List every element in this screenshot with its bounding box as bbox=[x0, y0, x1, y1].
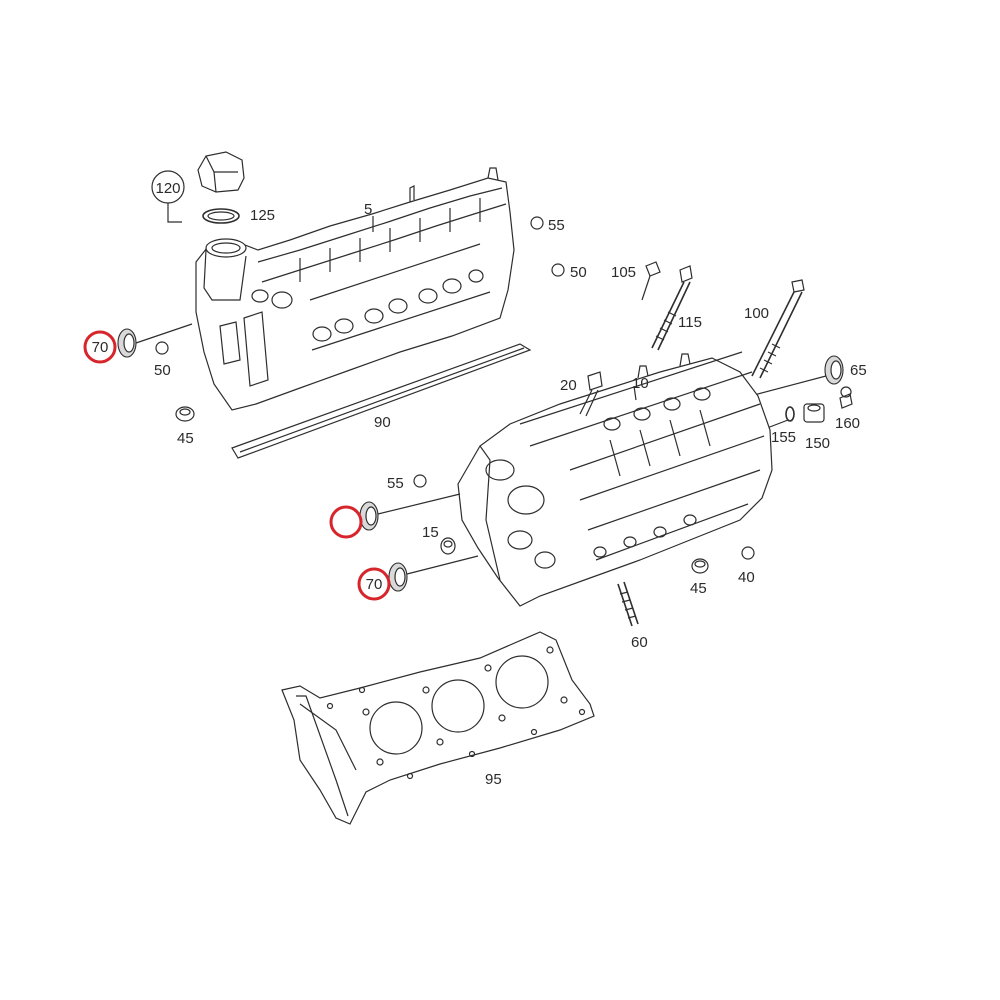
bolt-100 bbox=[751, 279, 805, 379]
breather-cap-part bbox=[197, 151, 245, 193]
sensor-150 bbox=[803, 403, 825, 423]
seal-ring-125 bbox=[202, 208, 240, 224]
label-5: 5 bbox=[364, 201, 372, 218]
label-120: 120 bbox=[155, 180, 180, 197]
label-70-lower: 70 bbox=[366, 576, 383, 593]
upper-cylinder-head-part bbox=[195, 167, 515, 411]
bolt-105 bbox=[641, 261, 661, 301]
label-55-top: 55 bbox=[548, 217, 565, 234]
bolt-160 bbox=[839, 386, 853, 409]
label-15: 15 bbox=[422, 524, 439, 541]
bolt-20 bbox=[579, 371, 603, 417]
label-60: 60 bbox=[631, 634, 648, 651]
label-100: 100 bbox=[744, 305, 769, 322]
leader-line-10 bbox=[633, 385, 637, 401]
bolt-115 bbox=[651, 265, 693, 351]
label-20: 20 bbox=[560, 377, 577, 394]
label-65: 65 bbox=[850, 362, 867, 379]
valve-cover-gasket-90 bbox=[231, 343, 532, 459]
head-gasket-95 bbox=[281, 631, 595, 825]
label-160: 160 bbox=[835, 415, 860, 432]
label-70-upper: 70 bbox=[92, 339, 109, 356]
camshaft-seal-70-lower bbox=[388, 555, 479, 592]
plug-55-mid bbox=[413, 474, 427, 488]
label-55-mid: 55 bbox=[387, 475, 404, 492]
stud-60 bbox=[617, 581, 639, 627]
camshaft-seal-70-upper bbox=[117, 323, 193, 358]
label-50-left: 50 bbox=[154, 362, 171, 379]
highlight-ring-70-upper bbox=[83, 330, 117, 364]
label-45-right: 45 bbox=[690, 580, 707, 597]
highlight-ring-70-lower bbox=[357, 567, 391, 601]
label-95: 95 bbox=[485, 771, 502, 788]
plug-50-left bbox=[155, 341, 169, 355]
leader-line-120 bbox=[167, 203, 182, 223]
plug-45-right bbox=[691, 558, 709, 574]
plug-40 bbox=[741, 546, 755, 560]
label-40: 40 bbox=[738, 569, 755, 586]
label-155: 155 bbox=[771, 429, 796, 446]
label-10: 10 bbox=[632, 375, 649, 392]
label-115: 115 bbox=[678, 314, 702, 331]
plug-45-left bbox=[175, 406, 195, 422]
camshaft-seal-65 bbox=[749, 355, 844, 397]
label-50-right: 50 bbox=[570, 264, 587, 281]
label-150: 150 bbox=[805, 435, 830, 452]
plug-50-right bbox=[551, 263, 565, 277]
plug-15 bbox=[440, 537, 456, 555]
label-90: 90 bbox=[374, 414, 391, 431]
camshaft-seal-70-middle bbox=[359, 493, 461, 531]
label-125: 125 bbox=[250, 207, 275, 224]
plug-55-top bbox=[530, 216, 544, 230]
label-105: 105 bbox=[611, 264, 636, 281]
lower-cylinder-head-part bbox=[457, 351, 773, 607]
highlight-ring-70-middle bbox=[329, 505, 363, 539]
label-45-left: 45 bbox=[177, 430, 194, 447]
